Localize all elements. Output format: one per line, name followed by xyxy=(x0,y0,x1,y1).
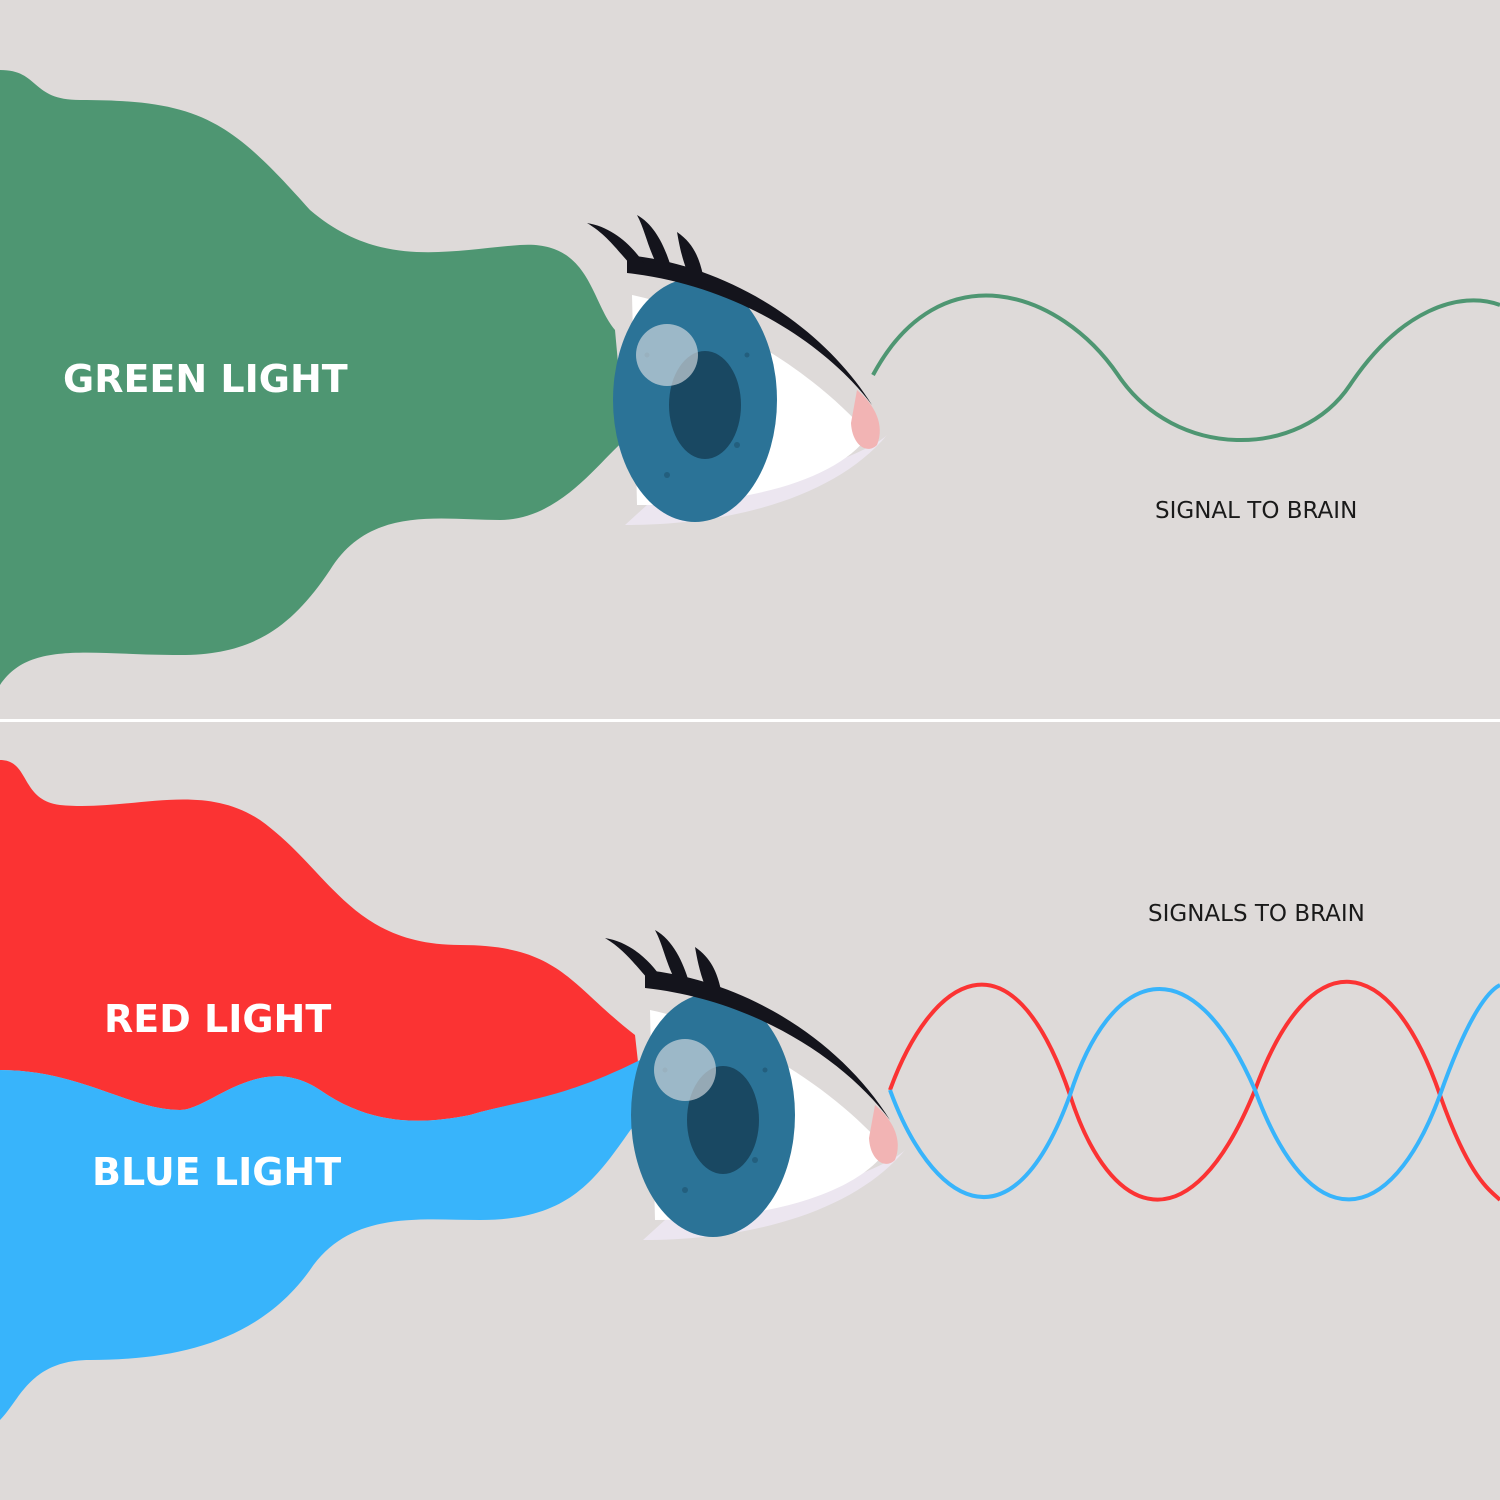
eye-icon xyxy=(587,215,887,525)
red-light-label: RED LIGHT xyxy=(104,997,331,1041)
signal-wave xyxy=(871,293,1500,442)
blue-light-beam xyxy=(0,1060,645,1420)
eye-icon xyxy=(605,930,905,1240)
signal-label: SIGNAL TO BRAIN xyxy=(1155,498,1357,524)
green-light-beam xyxy=(0,70,625,685)
red-signal-wave xyxy=(888,979,1500,1202)
green-light-label: GREEN LIGHT xyxy=(63,357,348,401)
red-light-beam xyxy=(0,760,640,1121)
panel-divider xyxy=(0,719,1500,722)
signals-label: SIGNALS TO BRAIN xyxy=(1148,901,1365,927)
blue-light-label: BLUE LIGHT xyxy=(92,1150,341,1194)
blue-signal-wave xyxy=(888,983,1500,1202)
